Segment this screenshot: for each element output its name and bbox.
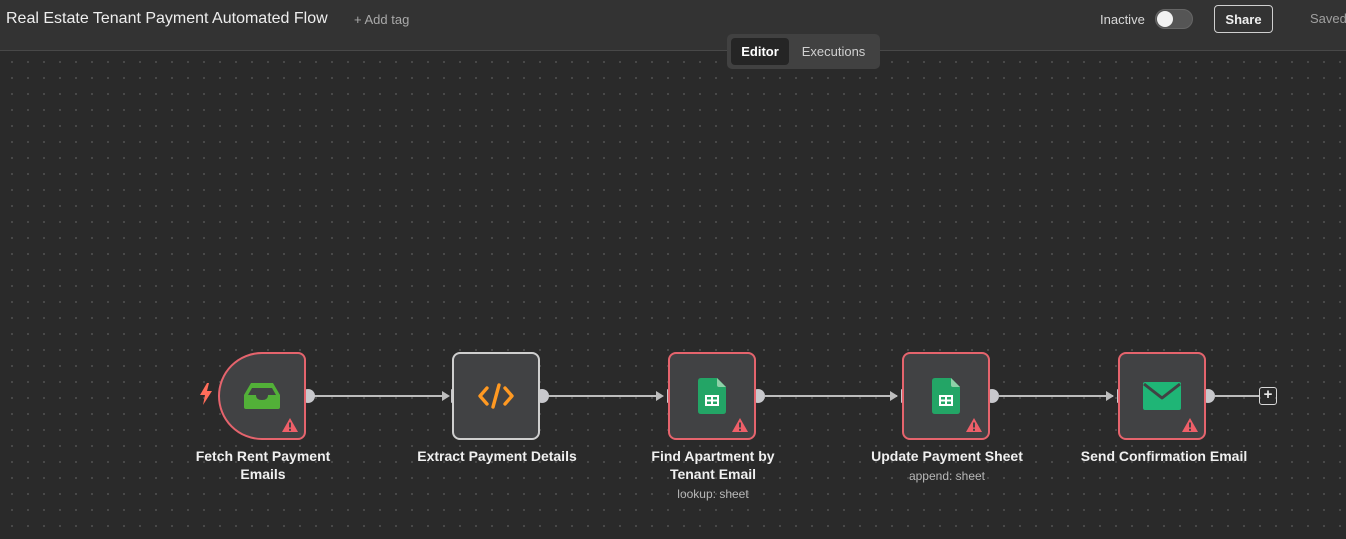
inbox-icon [244, 383, 280, 409]
warning-icon [282, 418, 298, 432]
top-bar: Real Estate Tenant Payment Automated Flo… [0, 0, 1346, 51]
saved-indicator: Saved [1310, 11, 1346, 26]
toggle-knob [1157, 11, 1173, 27]
active-status-label: Inactive [1100, 12, 1145, 27]
warning-icon [966, 418, 982, 432]
node-find-apartment[interactable] [668, 352, 756, 440]
node-extract-payment-details[interactable] [452, 352, 540, 440]
node-subtitle: lookup: sheet [677, 487, 749, 501]
node-update-payment-sheet[interactable] [902, 352, 990, 440]
view-tabs: Editor Executions [727, 34, 880, 69]
mail-icon [1143, 382, 1181, 410]
code-icon [478, 383, 514, 409]
share-button[interactable]: Share [1214, 5, 1273, 33]
node-label: Send Confirmation Email [1080, 448, 1248, 464]
node-subtitle: append: sheet [908, 469, 986, 483]
node-label: Find Apartment by Tenant Email [651, 448, 775, 482]
tab-executions[interactable]: Executions [801, 44, 866, 59]
active-toggle[interactable] [1155, 9, 1193, 29]
warning-icon [732, 418, 748, 432]
trigger-bolt-icon [200, 383, 212, 405]
node-fetch-rent-payment-emails[interactable] [218, 352, 306, 440]
node-send-confirmation-email[interactable] [1118, 352, 1206, 440]
connection-arrowhead [656, 391, 664, 401]
node-label: Update Payment Sheet [871, 448, 1023, 464]
node-label: Fetch Rent Payment Emails [195, 448, 331, 482]
workflow-title[interactable]: Real Estate Tenant Payment Automated Flo… [6, 10, 328, 27]
tab-editor[interactable]: Editor [731, 38, 789, 65]
connection-arrowhead [442, 391, 450, 401]
google-sheets-icon [698, 378, 726, 414]
warning-icon [1182, 418, 1198, 432]
node-label: Extract Payment Details [417, 448, 577, 464]
google-sheets-icon [932, 378, 960, 414]
connection-arrowhead [890, 391, 898, 401]
add-tag-button[interactable]: + Add tag [354, 12, 410, 27]
connection-arrowhead [1106, 391, 1114, 401]
add-node-button[interactable]: + [1259, 387, 1277, 405]
